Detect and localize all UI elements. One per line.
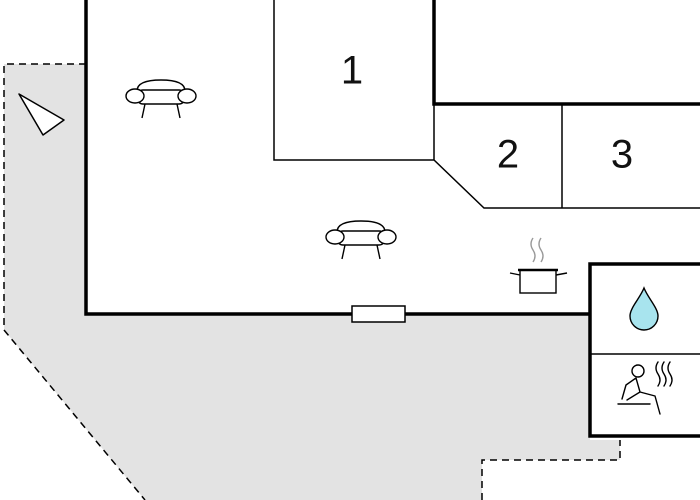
- sofa-icon: [325, 220, 397, 260]
- terrace-area: [4, 64, 620, 500]
- room-label-3: 3: [611, 133, 633, 177]
- terrace-outline: [3, 63, 621, 500]
- door-icon: [351, 305, 406, 323]
- compass-arrow-icon: [18, 93, 65, 136]
- room-label-2: 2: [497, 133, 519, 177]
- sauna-icon: [617, 361, 673, 415]
- cooking-pot-icon: [509, 237, 568, 294]
- sofa-icon: [125, 79, 197, 119]
- house-floor: [86, 0, 700, 314]
- interior-walls: [273, 0, 700, 355]
- room-label-1: 1: [341, 49, 363, 93]
- water-drop-icon: [629, 286, 659, 331]
